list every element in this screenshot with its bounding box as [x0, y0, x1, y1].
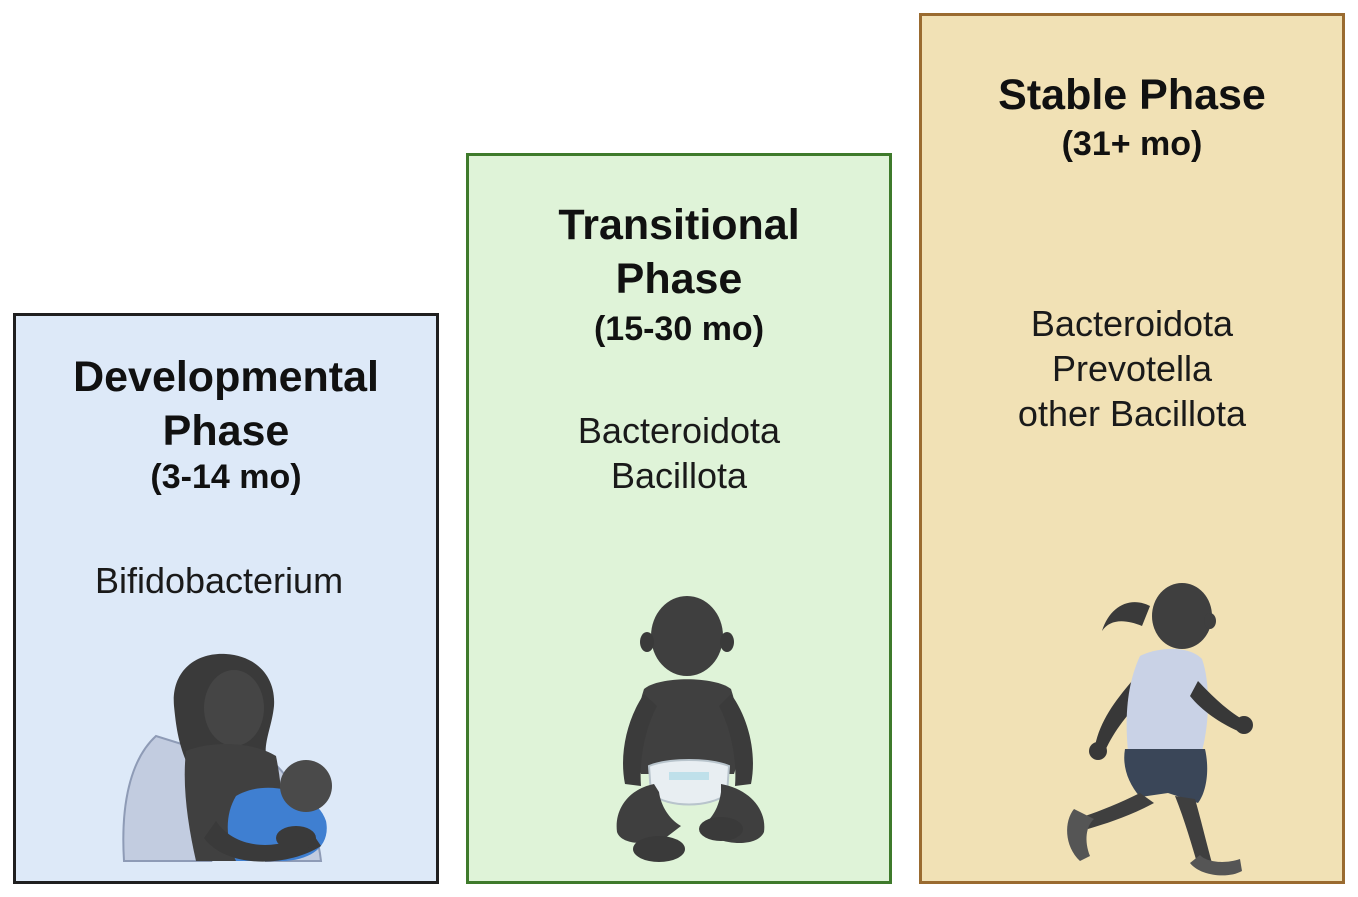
developmental-phase-title-line1: Developmental — [73, 353, 379, 401]
stable-phase-title-line1: Stable Phase — [998, 71, 1266, 119]
transitional-phase-title-line1: Transitional — [558, 201, 800, 249]
taxon-label: Bacillota — [610, 455, 748, 496]
sitting-baby-icon — [616, 596, 765, 862]
taxon-label: Bacteroidota — [1030, 303, 1234, 344]
taxon-label: Bacteroidota — [577, 410, 781, 451]
stable-phase-taxa: Bacteroidota Prevotella other Bacillota — [922, 301, 1342, 436]
taxon-label: Prevotella — [1051, 348, 1213, 389]
breastfeeding-mother-icon — [122, 653, 332, 862]
developmental-phase-panel: Developmental Phase (3-14 mo) Bifidobact… — [13, 313, 439, 884]
developmental-phase-age: (3-14 mo) — [150, 458, 302, 496]
developmental-phase-taxa: Bifidobacterium — [2, 558, 436, 603]
transitional-phase-title-line2: Phase — [615, 255, 743, 303]
transitional-phase-taxa: Bacteroidota Bacillota — [469, 408, 889, 498]
taxon-label: Bifidobacterium — [94, 560, 344, 601]
transitional-phase-age: (15-30 mo) — [593, 310, 765, 348]
taxon-label: other Bacillota — [1017, 393, 1247, 434]
running-child-icon — [1067, 583, 1253, 876]
developmental-phase-title-line2: Phase — [162, 407, 290, 455]
stable-phase-panel: Stable Phase (31+ mo) Bacteroidota Prevo… — [919, 13, 1345, 884]
transitional-phase-panel: Transitional Phase (15-30 mo) Bacteroido… — [466, 153, 892, 884]
stable-phase-age: (31+ mo) — [1061, 125, 1203, 163]
